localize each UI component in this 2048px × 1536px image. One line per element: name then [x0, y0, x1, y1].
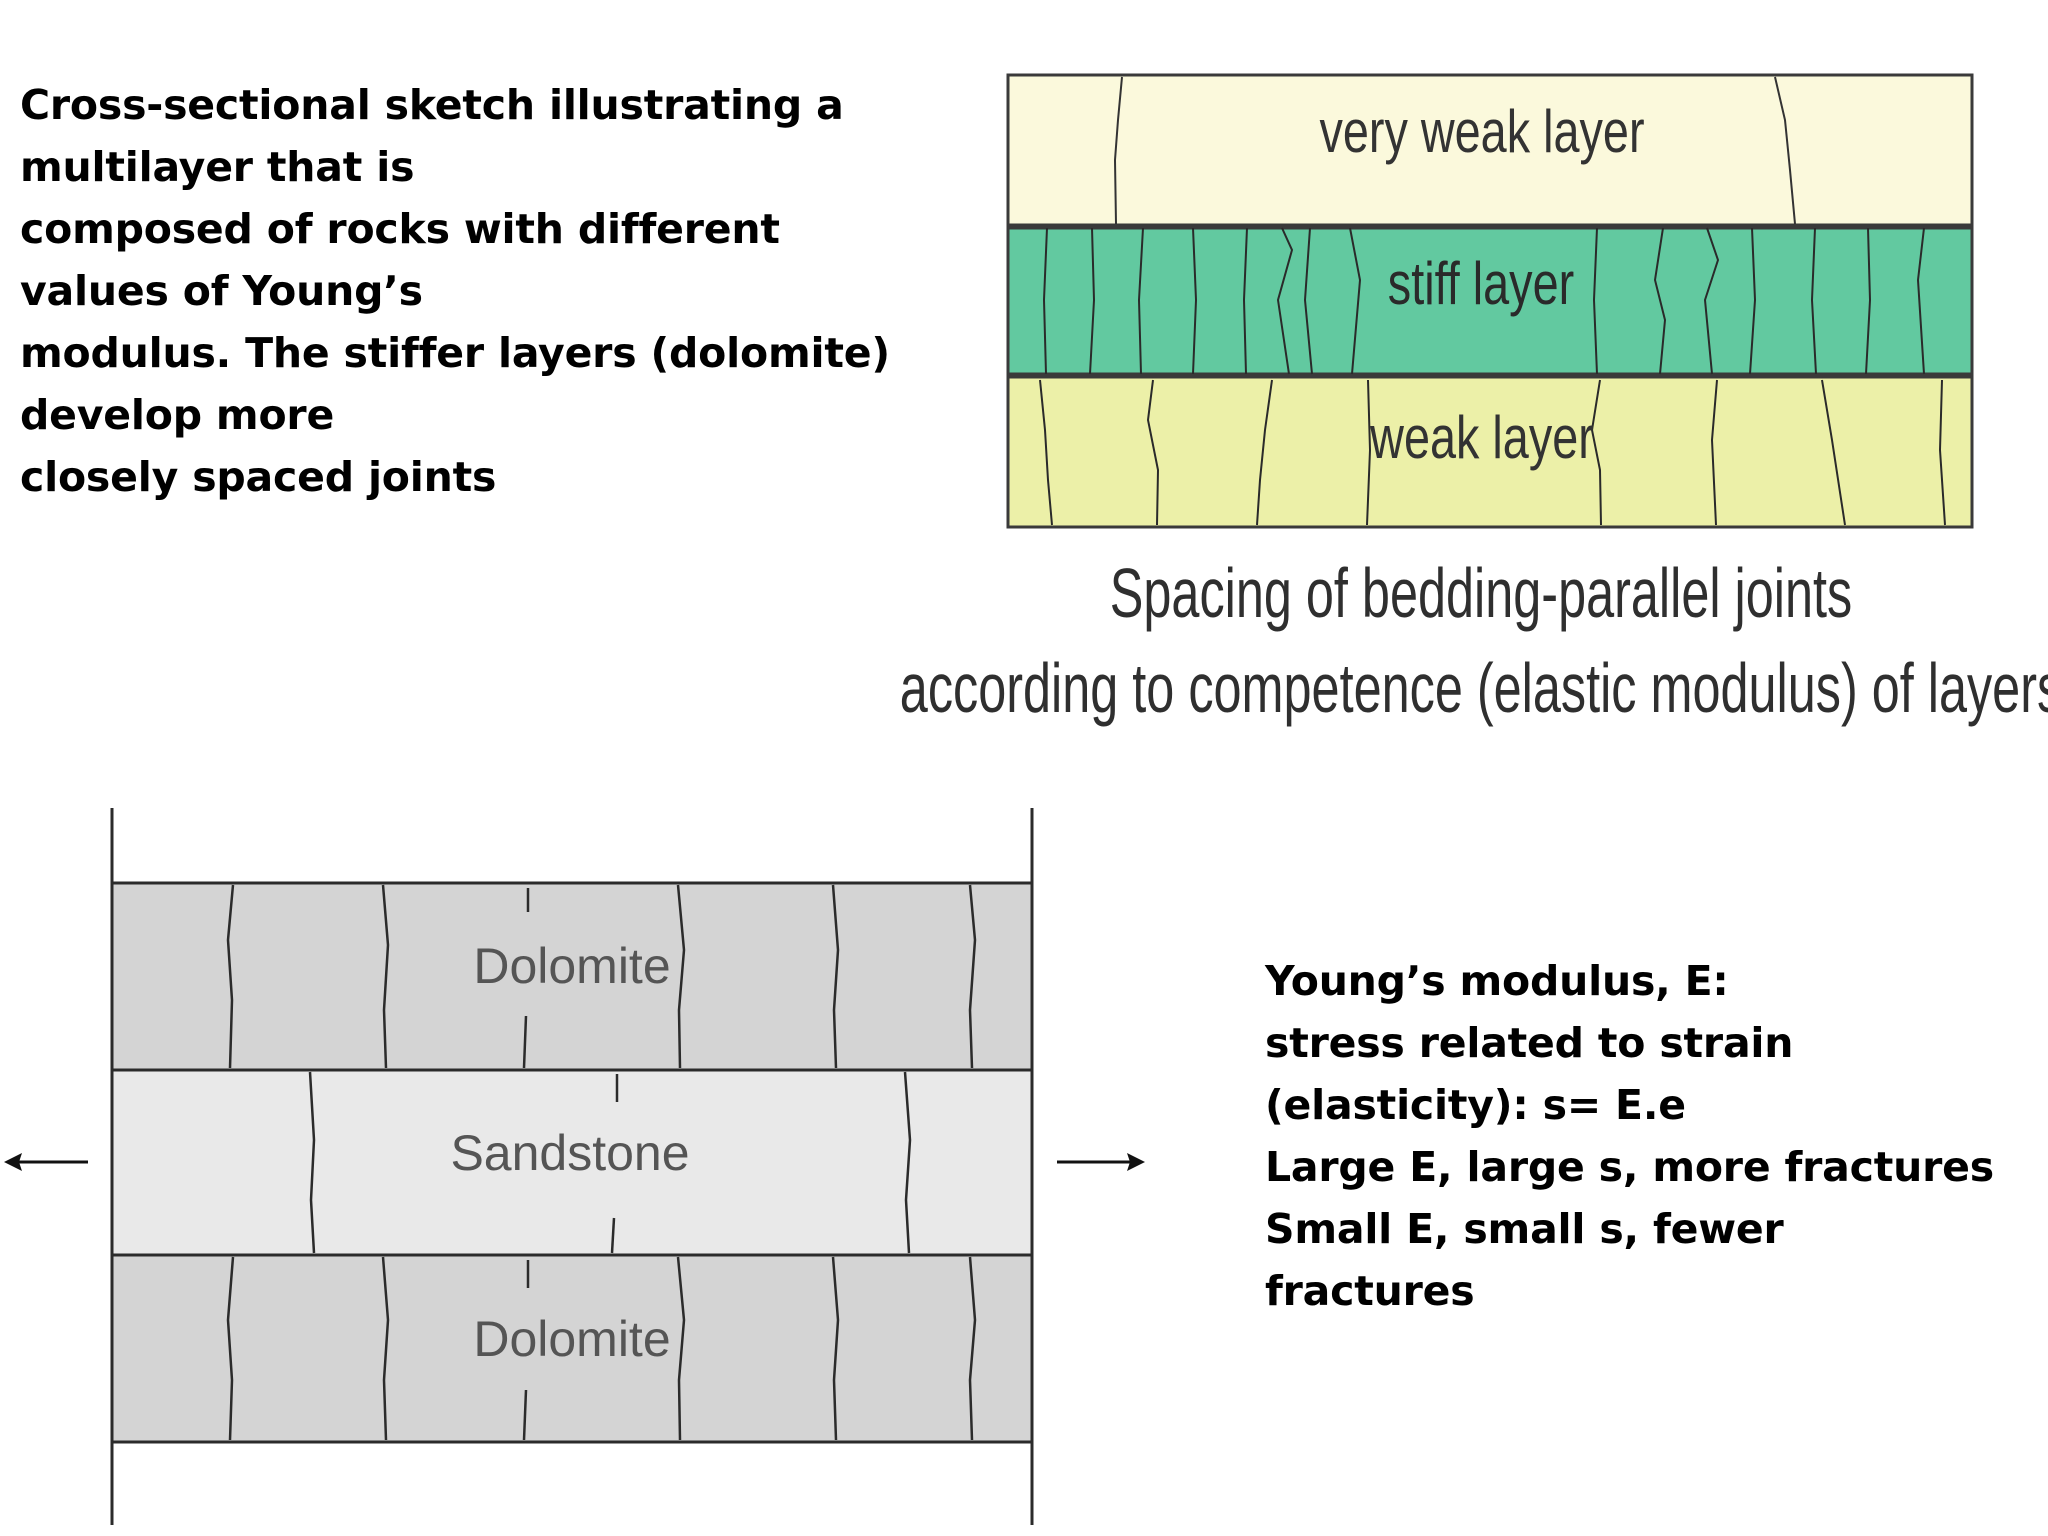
sandstone-layer: [112, 1070, 1032, 1255]
youngs-line: Large E, large s, more fractures: [1265, 1143, 1994, 1191]
caption-line: closely spaced joints: [20, 453, 497, 501]
top-layer-boundaries: [1006, 73, 1974, 529]
youngs-line: stress related to strain: [1265, 1019, 1794, 1067]
youngs-line: Young’s modulus, E:: [1265, 957, 1729, 1005]
sandstone-joints: [308, 1071, 912, 1254]
caption-line: multilayer that is: [20, 143, 415, 191]
youngs-line: (elasticity): s= E.e: [1265, 1081, 1686, 1129]
dolomite-top-label: Dolomite: [473, 938, 670, 994]
top-diagram-title-line-1: Spacing of bedding-parallel joints: [1110, 554, 1852, 632]
very-weak-layer-joints: [1113, 76, 1796, 225]
youngs-modulus-text: Young’s modulus, E: stress related to st…: [1265, 950, 1994, 1322]
caption-line: composed of rocks with different: [20, 205, 780, 253]
caption-line: values of Young’s: [20, 267, 423, 315]
sandstone-label: Sandstone: [450, 1125, 689, 1181]
top-diagram-title-line-2: according to competence (elastic modulus…: [900, 649, 2048, 727]
left-arrow: [4, 1153, 88, 1171]
bottom-boundaries: [110, 808, 1034, 1525]
dolomite-bottom-joints: [226, 1256, 977, 1441]
dolomite-layer-top: [112, 883, 1032, 1070]
very-weak-layer-label: very weak layer: [1319, 98, 1644, 165]
bottom-diagram: Dolomite Sandstone Dolomite: [4, 808, 1145, 1525]
very-weak-layer: [1008, 75, 1972, 225]
caption-text: Cross-sectional sketch illustrating a mu…: [20, 74, 890, 508]
weak-layer: [1008, 377, 1972, 527]
youngs-line: Small E, small s, fewer: [1265, 1205, 1784, 1253]
stiff-layer-joints: [1042, 227, 1925, 375]
caption-line: develop more: [20, 391, 335, 439]
dolomite-top-joints: [226, 884, 977, 1069]
stiff-layer-label: stiff layer: [1388, 250, 1574, 317]
caption-line: modulus. The stiffer layers (dolomite): [20, 329, 890, 377]
dolomite-layer-bottom: [112, 1255, 1032, 1442]
dolomite-bottom-label: Dolomite: [473, 1311, 670, 1367]
caption-line: Cross-sectional sketch illustrating a: [20, 81, 844, 129]
weak-layer-joints: [1039, 379, 1946, 526]
top-diagram: very weak layer stiff layer weak layer S…: [900, 73, 2048, 727]
weak-layer-label: weak layer: [1369, 404, 1594, 471]
youngs-line: fractures: [1265, 1267, 1475, 1315]
right-arrow: [1057, 1153, 1145, 1171]
